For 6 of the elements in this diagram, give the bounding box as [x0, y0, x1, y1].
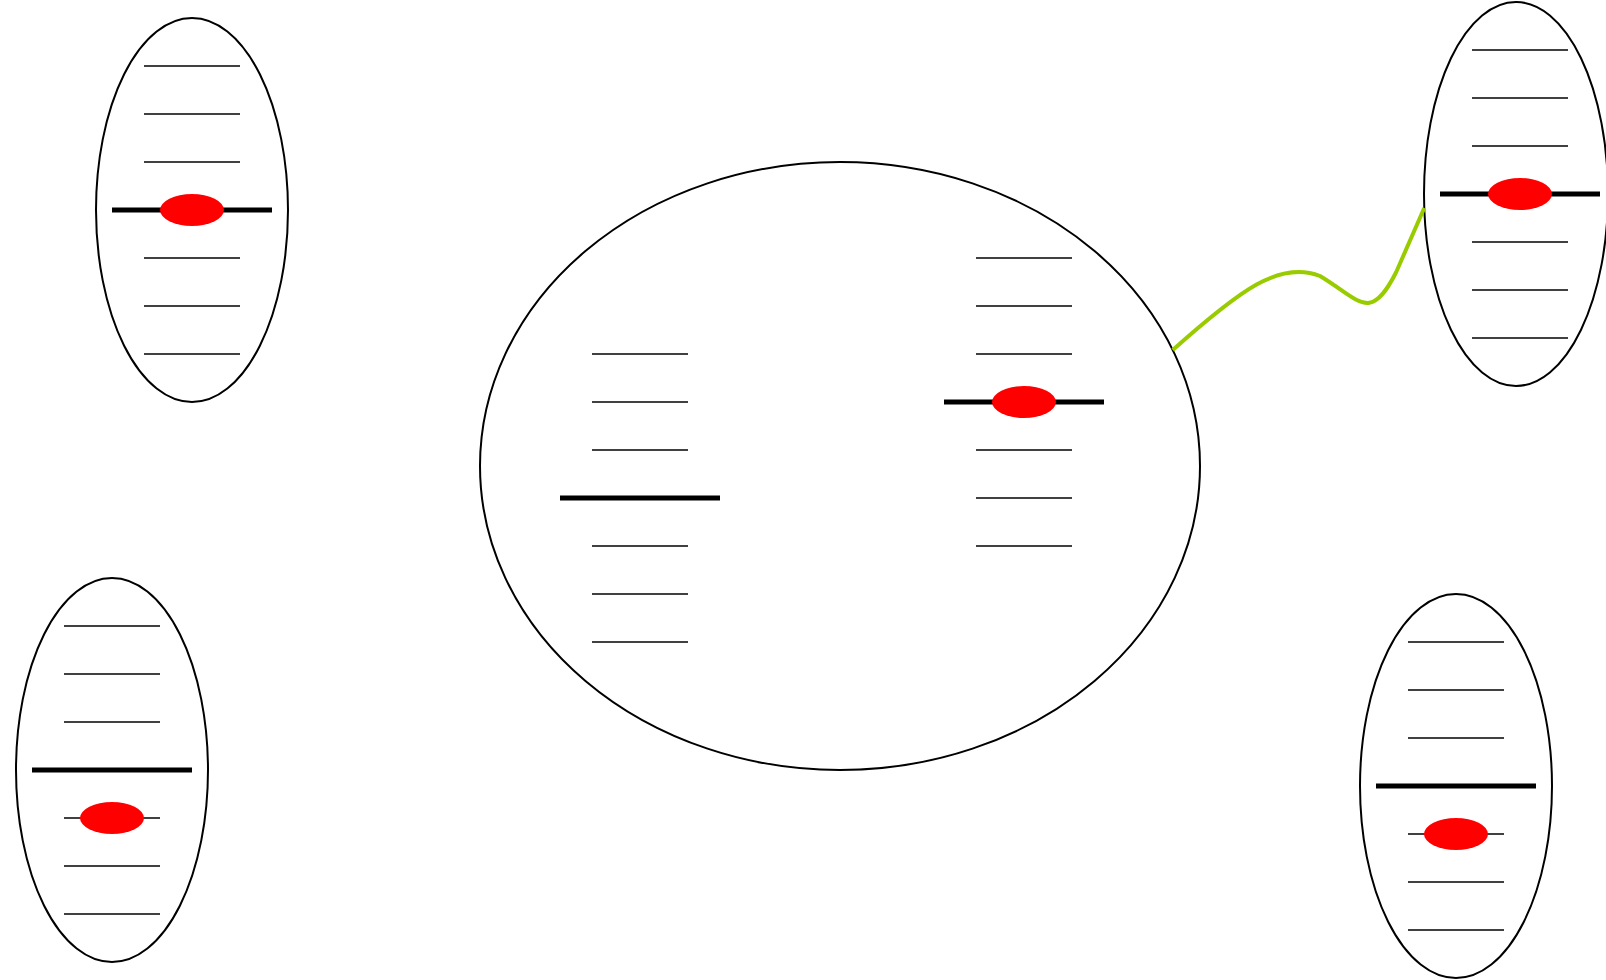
cell-drawing — [16, 578, 208, 962]
cell-drawing — [1360, 594, 1552, 978]
cell-drawing — [96, 18, 288, 402]
cell-drawing — [1424, 2, 1606, 386]
curved-connector — [1171, 207, 1427, 352]
cell-drawing — [480, 162, 1200, 770]
